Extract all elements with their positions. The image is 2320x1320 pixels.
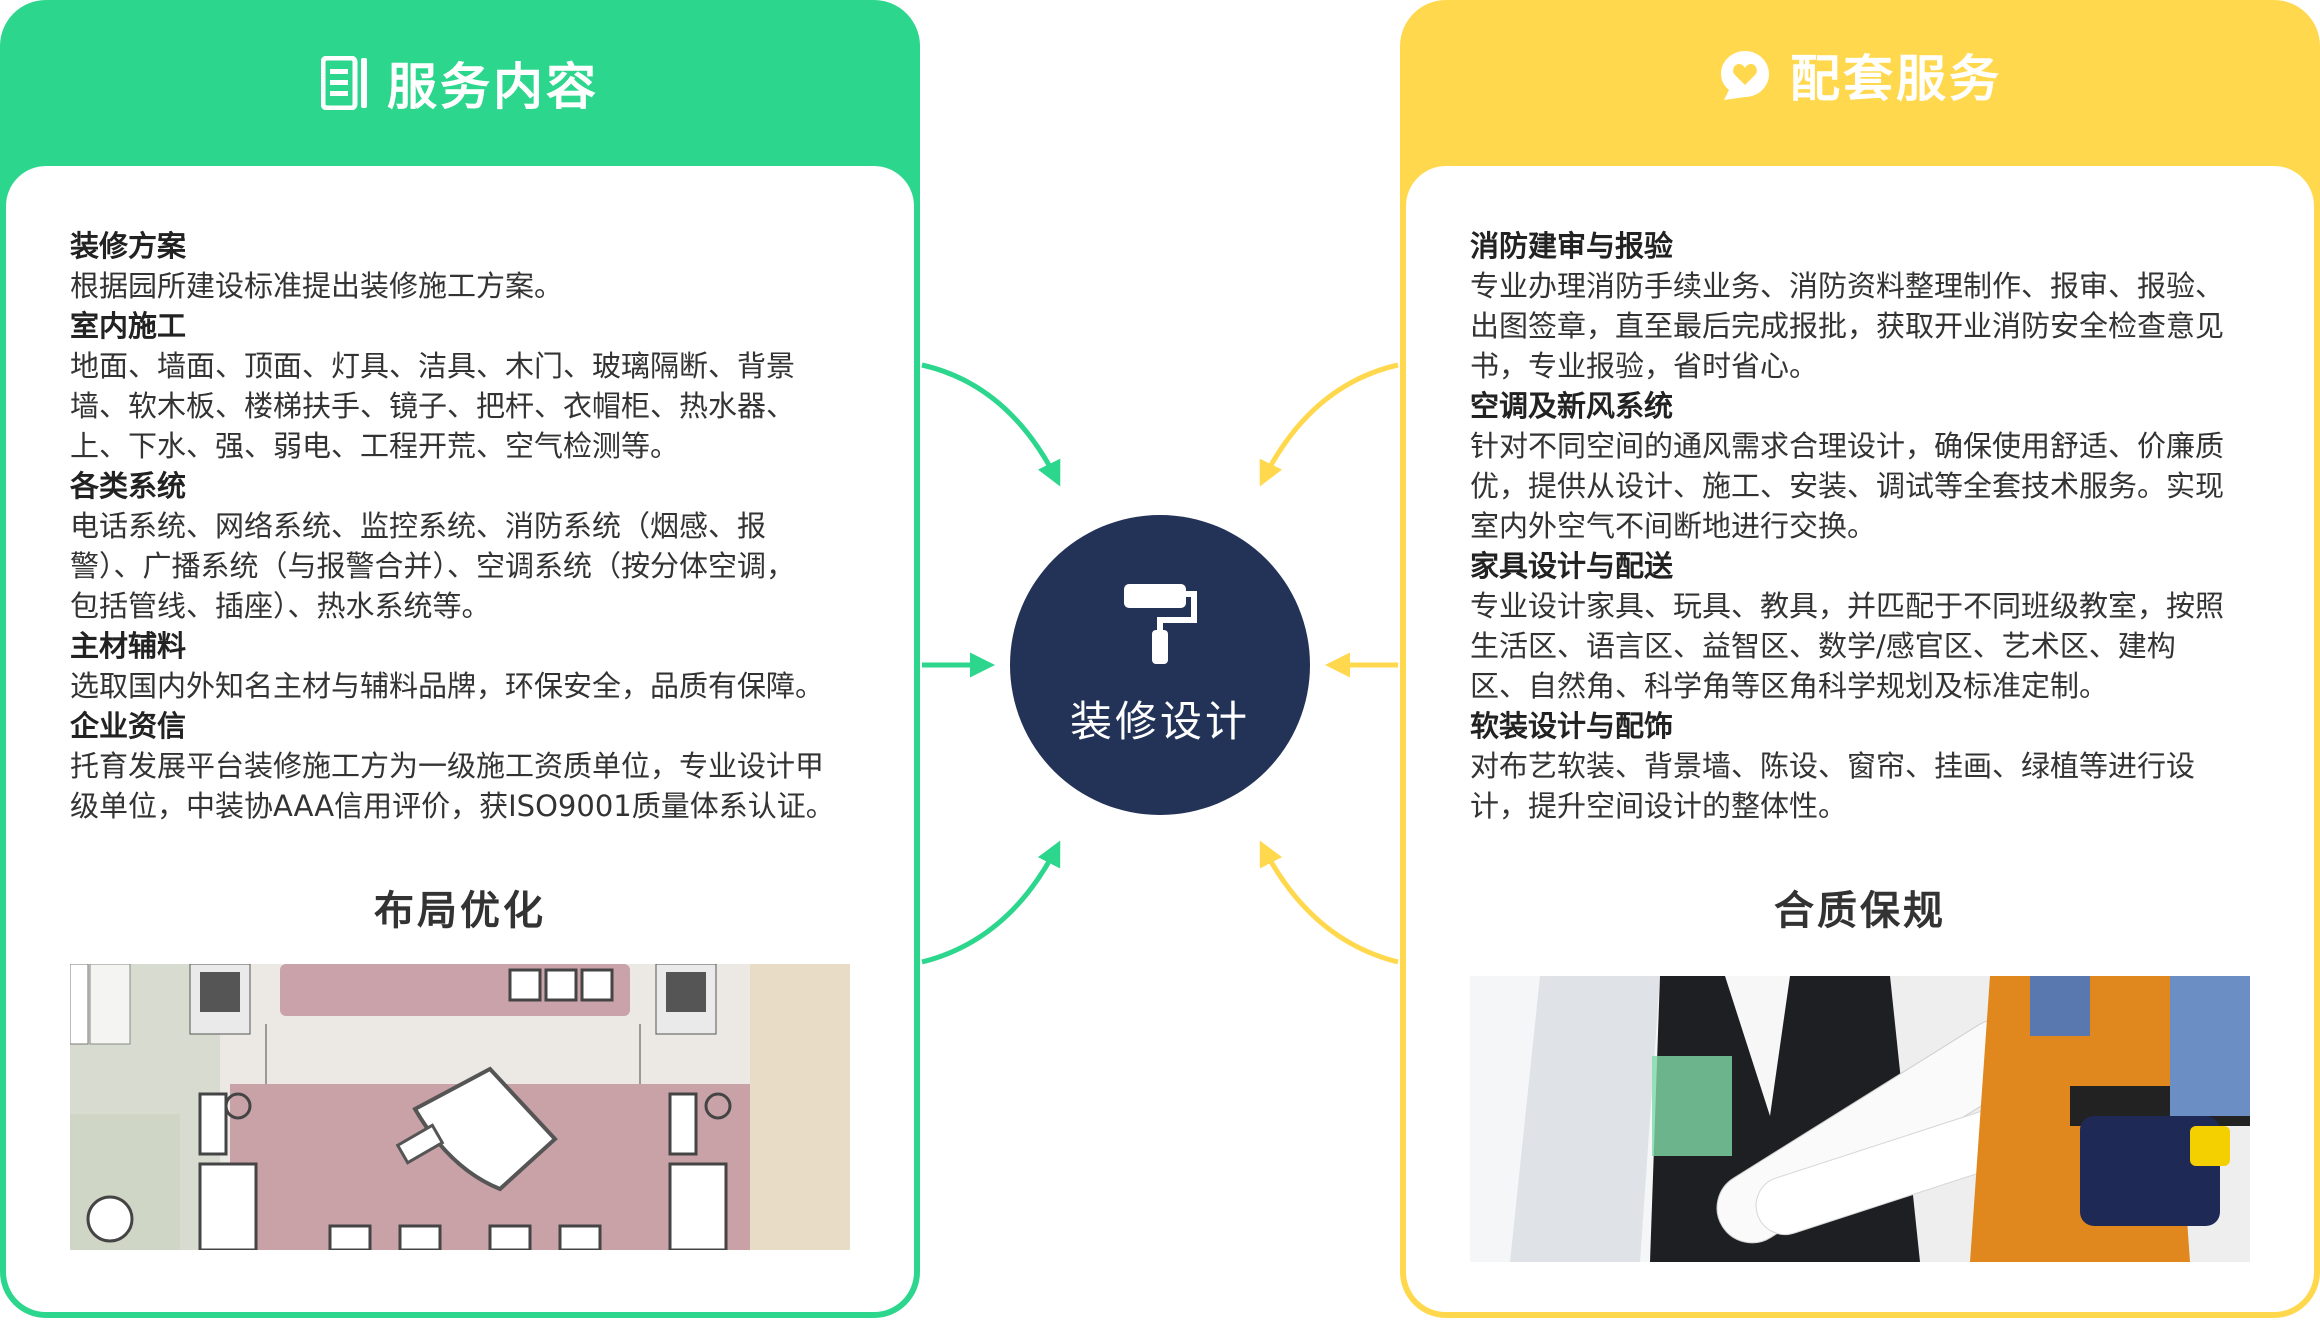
section-text-line: 书，专业报验，省时省心。 (1470, 349, 1819, 383)
section-heading: 空调及新风系统 (1470, 389, 1674, 423)
quality-compliance-title: 合质保规 (1774, 888, 1946, 934)
section-text-line: 电话系统、网络系统、监控系统、消防系统（烟感、报 (70, 509, 767, 543)
section-text-line: 警）、广播系统（与报警合并）、空调系统（按分体空调， (70, 549, 796, 583)
section-text-line: 选取国内外知名主材与辅料品牌，环保安全，品质有保障。 (70, 669, 825, 703)
section-text-line: 生活区、语言区、益智区、数学/感官区、艺术区、建构 (1470, 629, 2176, 663)
section-text-line: 根据园所建设标准提出装修施工方案。 (70, 269, 564, 303)
arrow-right-top (1259, 362, 1399, 487)
supporting-services-panel: 配套服务 消防建审与报验专业办理消防手续业务、消防资料整理制作、报审、报验、出图… (1400, 0, 2320, 1318)
section-text-line: 区、自然角、科学角等区角科学规划及标准定制。 (1470, 669, 2109, 703)
supporting-services-title: 配套服务 (1790, 50, 2002, 108)
section-text-line: 对布艺软装、背景墙、陈设、窗帘、挂画、绿植等进行设 (1470, 749, 2196, 783)
floor-plan-image (70, 964, 850, 1250)
layout-optimization-title: 布局优化 (374, 888, 546, 934)
section-heading: 消防建审与报验 (1470, 229, 1674, 263)
section-text-line: 计，提升空间设计的整体性。 (1470, 789, 1848, 823)
section-heading: 主材辅料 (70, 629, 187, 663)
section-text-line: 出图签章，直至最后完成报批，获取开业消防安全检查意见 (1470, 309, 2225, 343)
supporting-services-body: 消防建审与报验专业办理消防手续业务、消防资料整理制作、报审、报验、出图签章，直至… (1406, 166, 2314, 1312)
section-text-line: 室内外空气不间断地进行交换。 (1470, 509, 1877, 543)
service-content-text: 装修方案根据园所建设标准提出装修施工方案。室内施工地面、墙面、顶面、灯具、洁具、… (70, 226, 874, 826)
service-content-panel: 服务内容 装修方案根据园所建设标准提出装修施工方案。室内施工地面、墙面、顶面、灯… (0, 0, 920, 1318)
heart-chat-icon (1718, 48, 1772, 102)
section-text-line: 墙、软木板、楼梯扶手、镜子、把杆、衣帽柜、热水器、 (70, 389, 796, 423)
section-text-line: 地面、墙面、顶面、灯具、洁具、木门、玻璃隔断、背景 (70, 349, 796, 383)
section-text-line: 包括管线、插座）、热水系统等。 (70, 589, 491, 623)
section-heading: 装修方案 (70, 229, 187, 263)
section-heading: 各类系统 (70, 469, 187, 503)
workers-photo (1470, 976, 2250, 1262)
supporting-services-header: 配套服务 (1400, 0, 2320, 150)
section-heading: 室内施工 (70, 309, 187, 343)
section-text-line: 专业设计家具、玩具、教具，并匹配于不同班级教室，按照 (1470, 589, 2225, 623)
arrow-left-top (921, 362, 1061, 487)
arrow-right-bottom (1259, 840, 1399, 965)
service-content-header: 服务内容 (0, 0, 920, 166)
decoration-design-circle: 装修设计 (1010, 515, 1310, 815)
section-heading: 软装设计与配饰 (1470, 709, 1674, 743)
section-heading: 家具设计与配送 (1470, 549, 1674, 583)
section-heading: 企业资信 (70, 709, 187, 743)
service-content-title: 服务内容 (387, 58, 599, 116)
arrow-left-bottom (921, 840, 1061, 965)
service-content-body: 装修方案根据园所建设标准提出装修施工方案。室内施工地面、墙面、顶面、灯具、洁具、… (6, 166, 914, 1312)
section-text-line: 级单位，中装协AAA信用评价，获ISO9001质量体系认证。 (70, 789, 835, 823)
section-text-line: 专业办理消防手续业务、消防资料整理制作、报审、报验、 (1470, 269, 2225, 303)
section-text-line: 托育发展平台装修施工方为一级施工资质单位，专业设计甲 (70, 749, 825, 783)
supporting-services-text: 消防建审与报验专业办理消防手续业务、消防资料整理制作、报审、报验、出图签章，直至… (1470, 226, 2274, 826)
section-text-line: 针对不同空间的通风需求合理设计，确保使用舒适、价廉质 (1470, 429, 2225, 463)
document-list-icon (321, 56, 369, 110)
section-text-line: 上、下水、强、弱电、工程开荒、空气检测等。 (70, 429, 680, 463)
decoration-design-label: 装修设计 (1069, 696, 1250, 746)
section-text-line: 优，提供从设计、施工、安装、调试等全套技术服务。实现 (1470, 469, 2225, 503)
paint-roller-icon (1120, 582, 1200, 670)
